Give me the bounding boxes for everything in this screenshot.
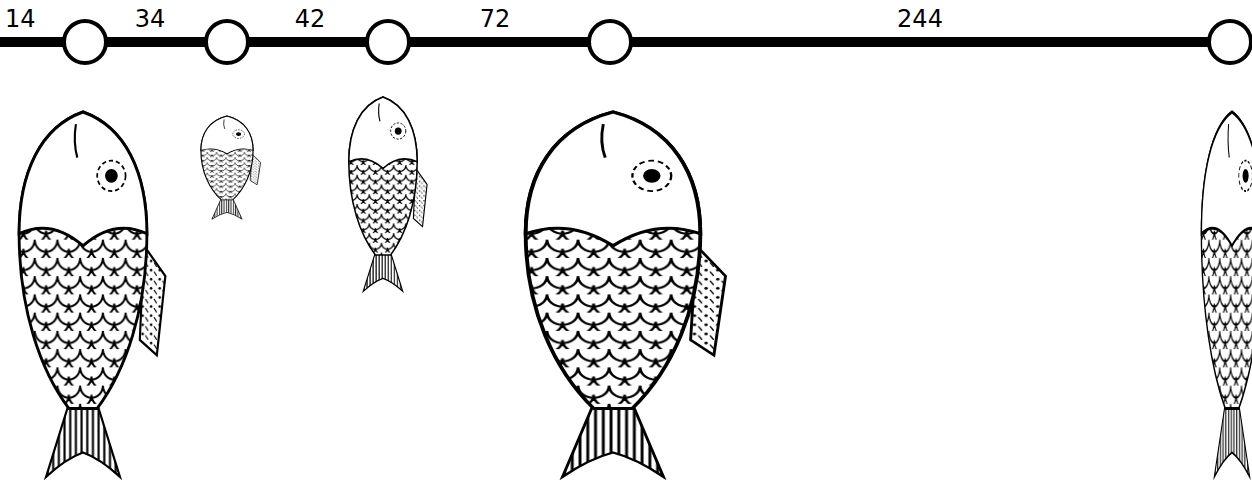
fish-large <box>526 112 726 477</box>
axis-circles <box>64 21 1251 63</box>
segment-length: 72 <box>478 5 513 33</box>
segment-length: 42 <box>293 5 328 33</box>
segment-length: 14 <box>3 5 38 33</box>
fish-medium <box>349 97 427 291</box>
fish-large <box>19 112 165 477</box>
fish-small <box>201 116 261 219</box>
segment-length: 34 <box>133 5 168 33</box>
fish-slender <box>1201 112 1252 477</box>
segment-length: 244 <box>895 5 945 33</box>
